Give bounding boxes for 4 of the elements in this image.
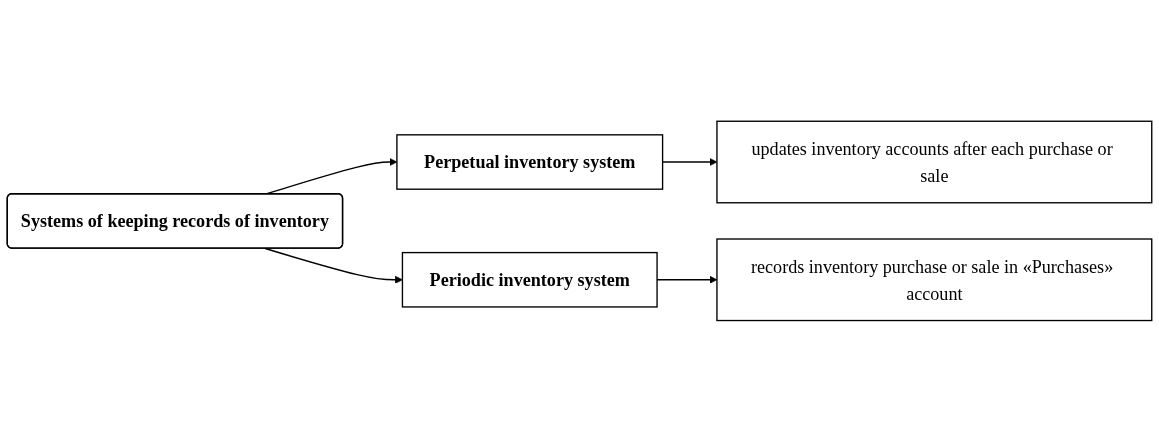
node-box: updates inventory accounts after each purchase or sale — [716, 120, 1153, 204]
node-box: Perpetual inventory system — [396, 134, 664, 190]
node-box: Periodic inventory system — [401, 252, 658, 308]
node-box: records inventory purchase or sale in «Purchases» account — [716, 238, 1153, 322]
